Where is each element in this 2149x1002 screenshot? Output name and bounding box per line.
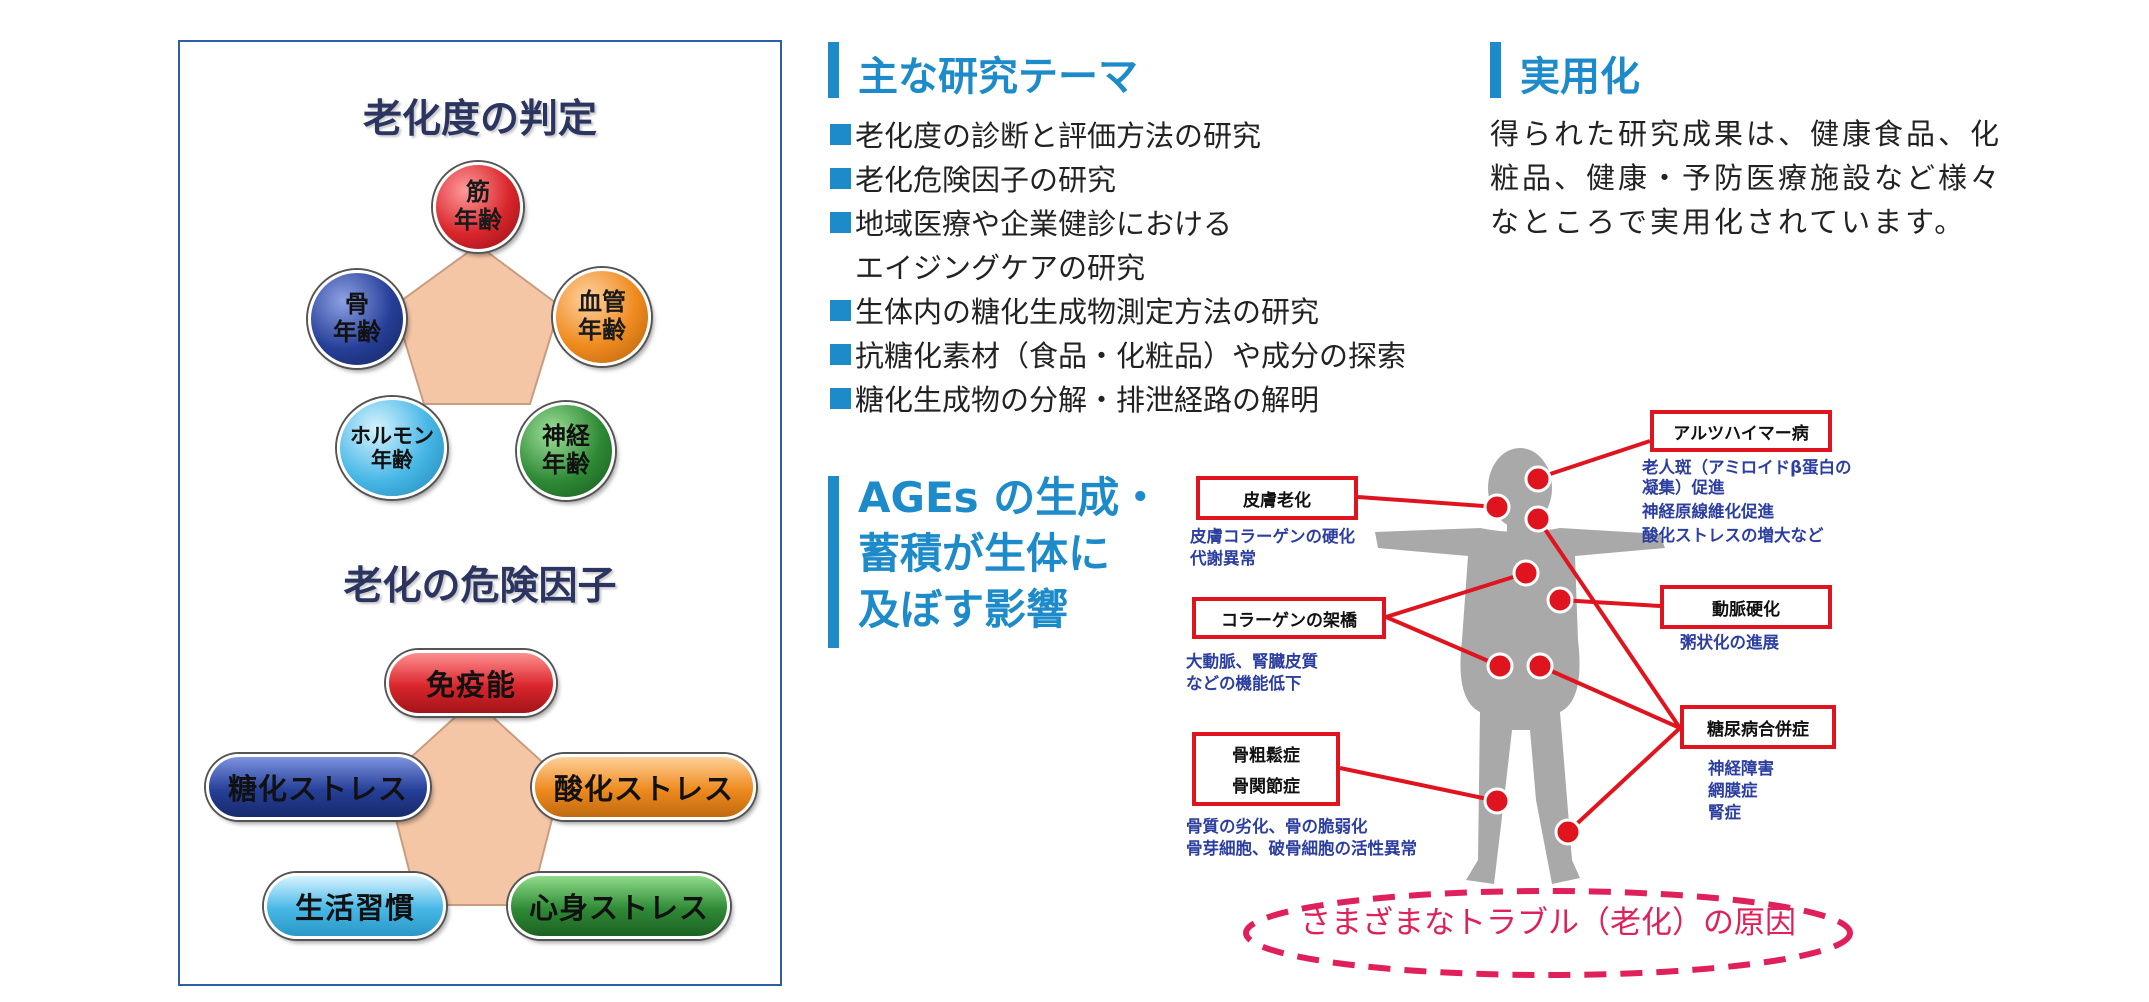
practical-heading-bar (1490, 42, 1501, 98)
artery-notes: 粥状化の進展 (1680, 633, 1779, 652)
psychosomatic-stress-pill: 心身ストレス (508, 873, 730, 939)
themes-list: 老化度の診断と評価方法の研究 老化危険因子の研究 地域医療や企業健診における エ… (830, 112, 1406, 420)
bullet-square-icon (830, 387, 851, 409)
theme-item-continuation: エイジングケアの研究 (855, 251, 1146, 285)
risk-panel-title: 老化の危険因子 (343, 564, 617, 609)
bone-notes: 骨質の劣化、骨の脆弱化 骨芽細胞、破骨細胞の活性異常 (1186, 817, 1417, 858)
themes-heading-bar (828, 42, 839, 98)
bone-age-ball: 骨年齢 (308, 270, 406, 368)
cause-ellipse (1243, 888, 1853, 978)
themes-heading: 主な研究テーマ (858, 54, 1138, 100)
theme-item: 地域医療や企業健診における (830, 200, 1406, 244)
theme-item: 老化危険因子の研究 (830, 156, 1406, 200)
bullet-square-icon (830, 343, 851, 365)
connector-lines (1339, 439, 1682, 834)
aging-pentagon (392, 243, 562, 405)
practical-text: 得られた研究成果は、健康食品、化粧品、健康・予防医療施設など様々なところで実用化… (1490, 117, 2003, 239)
bullet-square-icon (830, 211, 851, 233)
diabetes-notes: 神経障害 網膜症 腎症 (1708, 759, 1774, 822)
ages-effects-title: AGEs の生成・ 蓄積が生体に 及ぼす影響 (858, 473, 1162, 634)
theme-item: 老化度の診断と評価方法の研究 (830, 112, 1406, 156)
theme-item: 抗糖化素材（食品・化粧品）や成分の探索 (830, 332, 1406, 376)
target-dots (1483, 465, 1582, 846)
collagen-notes: 大動脈、腎臓皮質 などの機能低下 (1186, 652, 1318, 693)
diabetic-complication-label: 糖尿病合併症 (1680, 705, 1836, 749)
skin-aging-label: 皮膚老化 (1196, 476, 1358, 520)
bullet-square-icon (830, 299, 851, 321)
vascular-age-ball: 血管年齢 (553, 268, 651, 366)
oxidative-stress-pill: 酸化ストレス (532, 754, 756, 820)
immunity-pill: 免疫能 (386, 650, 556, 716)
skin-notes: 皮膚コラーゲンの硬化 代謝異常 (1190, 527, 1355, 568)
theme-item: 生体内の糖化生成物測定方法の研究 (830, 288, 1406, 332)
theme-item: 糖化生成物の分解・排泄経路の解明 (830, 376, 1406, 420)
bullet-square-icon (830, 123, 851, 145)
alzheimer-notes: 老人斑（アミロイドβ蛋白の 凝集）促進 神経原線維化促進 酸化ストレスの増大など (1642, 458, 1852, 545)
ages-heading-bar (828, 476, 839, 648)
aging-assessment-panel (178, 40, 782, 986)
nerve-age-ball: 神経年齢 (517, 402, 615, 500)
muscle-age-ball: 筋年齢 (433, 162, 523, 252)
glycation-stress-pill: 糖化ストレス (206, 754, 430, 820)
collagen-crosslink-label: コラーゲンの架橋 (1192, 597, 1386, 639)
bullet-square-icon (830, 167, 851, 189)
bone-disease-label: 骨粗鬆症 骨関節症 (1192, 732, 1340, 806)
human-silhouette (1375, 448, 1665, 884)
alzheimer-label: アルツハイマー病 (1650, 410, 1832, 452)
cause-caption: さまざまなトラブル（老化）の原因 (1300, 905, 1796, 941)
aging-panel-title: 老化度の判定 (362, 97, 597, 142)
practical-heading: 実用化 (1520, 54, 1640, 100)
lifestyle-pill: 生活習慣 (264, 873, 446, 939)
arteriosclerosis-label: 動脈硬化 (1660, 585, 1832, 629)
hormone-age-ball: ホルモン年齢 (337, 397, 447, 499)
